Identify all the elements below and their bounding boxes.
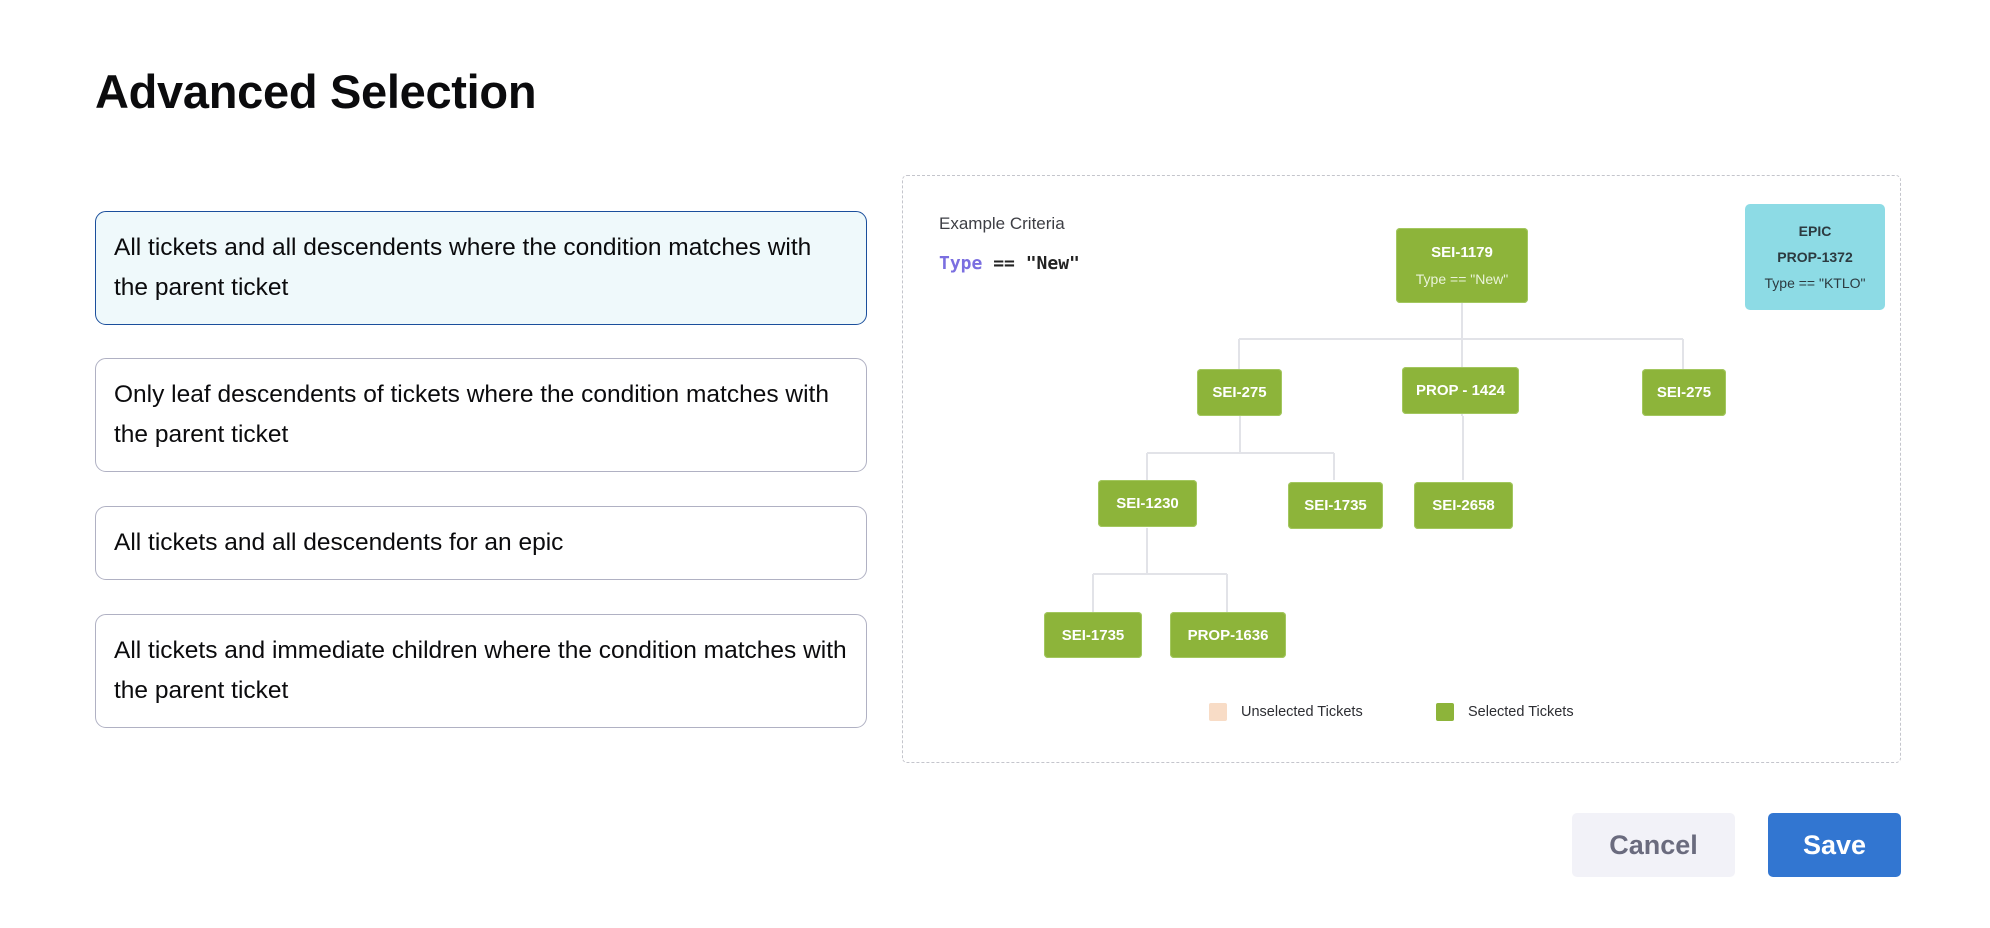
tree-node: SEI-275 <box>1642 369 1726 416</box>
option-label: All tickets and all descendents for an e… <box>114 529 564 556</box>
legend-label: Selected Tickets <box>1468 704 1574 720</box>
node-id: PROP-1636 <box>1187 626 1269 644</box>
tree-node: SEI-275 <box>1197 369 1282 416</box>
tree-node: SEI-1735 <box>1288 482 1383 529</box>
example-criteria-code: Type == "New" <box>939 253 1080 274</box>
epic-criteria: Type == "KTLO" <box>1764 275 1866 291</box>
node-id: SEI-2658 <box>1432 497 1495 514</box>
legend-unselected: Unselected Tickets <box>1209 703 1363 721</box>
option-all-descendents-condition[interactable]: All tickets and all descendents where th… <box>95 211 867 325</box>
node-id: SEI-1230 <box>1116 495 1179 512</box>
connector <box>1092 528 1228 612</box>
option-label: All tickets and immediate children where… <box>114 637 847 704</box>
node-id: SEI-1735 <box>1304 497 1367 514</box>
option-label: Only leaf descendents of tickets where t… <box>114 381 829 448</box>
tree-node: SEI-1735 <box>1044 612 1142 658</box>
node-id: SEI-1735 <box>1061 626 1125 644</box>
save-button[interactable]: Save <box>1768 813 1901 877</box>
option-immediate-children[interactable]: All tickets and immediate children where… <box>95 614 867 728</box>
node-id: SEI-275 <box>1212 384 1267 401</box>
legend-label: Unselected Tickets <box>1241 704 1363 720</box>
connector <box>1146 416 1335 480</box>
cancel-button[interactable]: Cancel <box>1572 813 1735 877</box>
tree-node: PROP-1636 <box>1170 612 1286 658</box>
example-criteria-label: Example Criteria <box>939 214 1065 233</box>
node-id: SEI-1179 <box>1431 244 1493 261</box>
page-title: Advanced Selection <box>95 65 537 118</box>
node-criteria: Type == "New" <box>1415 271 1509 287</box>
tree-node: PROP - 1424 <box>1402 367 1519 414</box>
epic-node: EPIC PROP-1372 Type == "KTLO" <box>1745 204 1885 310</box>
legend-selected: Selected Tickets <box>1436 703 1574 721</box>
option-epic-descendents[interactable]: All tickets and all descendents for an e… <box>95 506 867 580</box>
tree-node-root: SEI-1179 Type == "New" <box>1396 228 1528 303</box>
node-id: SEI-275 <box>1656 384 1712 401</box>
unselected-swatch <box>1209 703 1227 721</box>
code-keyword: Type <box>939 253 983 274</box>
option-leaf-descendents[interactable]: Only leaf descendents of tickets where t… <box>95 358 867 472</box>
epic-id: PROP-1372 <box>1777 249 1853 265</box>
epic-type: EPIC <box>1798 223 1832 239</box>
selected-swatch <box>1436 703 1454 721</box>
tree-node: SEI-2658 <box>1414 482 1513 529</box>
option-label: All tickets and all descendents where th… <box>114 234 812 301</box>
code-rest: == "New" <box>982 253 1080 274</box>
tree-node: SEI-1230 <box>1098 480 1197 527</box>
node-id: PROP - 1424 <box>1416 382 1505 399</box>
connector <box>1238 303 1684 416</box>
example-panel <box>902 175 1901 763</box>
